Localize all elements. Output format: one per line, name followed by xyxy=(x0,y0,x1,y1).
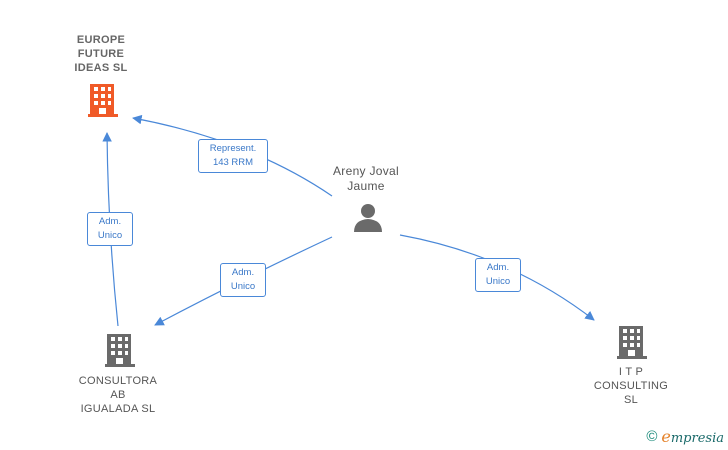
building-icon[interactable] xyxy=(88,84,118,117)
node-label-consultora-ab-igualada[interactable]: CONSULTORA AB IGUALADA SL xyxy=(78,375,158,415)
building-icon[interactable] xyxy=(617,326,647,359)
node-label-areny-joval-jaume[interactable]: Areny Joval Jaume xyxy=(333,164,399,193)
edge-label-adm-unico-person-consultora[interactable]: Adm. Unico xyxy=(220,263,266,297)
building-icon[interactable] xyxy=(105,334,135,367)
brand-watermark: © empresia xyxy=(646,427,724,446)
person-icon[interactable] xyxy=(354,204,382,232)
edge-label-adm-unico-consultora-europe[interactable]: Adm. Unico xyxy=(87,212,133,246)
edge-label-adm-unico-person-itp[interactable]: Adm. Unico xyxy=(475,258,521,292)
node-label-itp-consulting[interactable]: I T P CONSULTING SL xyxy=(593,366,669,406)
node-label-europe-future-ideas[interactable]: EUROPE FUTURE IDEAS SL xyxy=(74,34,128,74)
brand-logo: empresia xyxy=(661,427,724,446)
edge-label-represent[interactable]: Represent. 143 RRM xyxy=(198,139,268,173)
copyright-icon: © xyxy=(646,428,658,445)
